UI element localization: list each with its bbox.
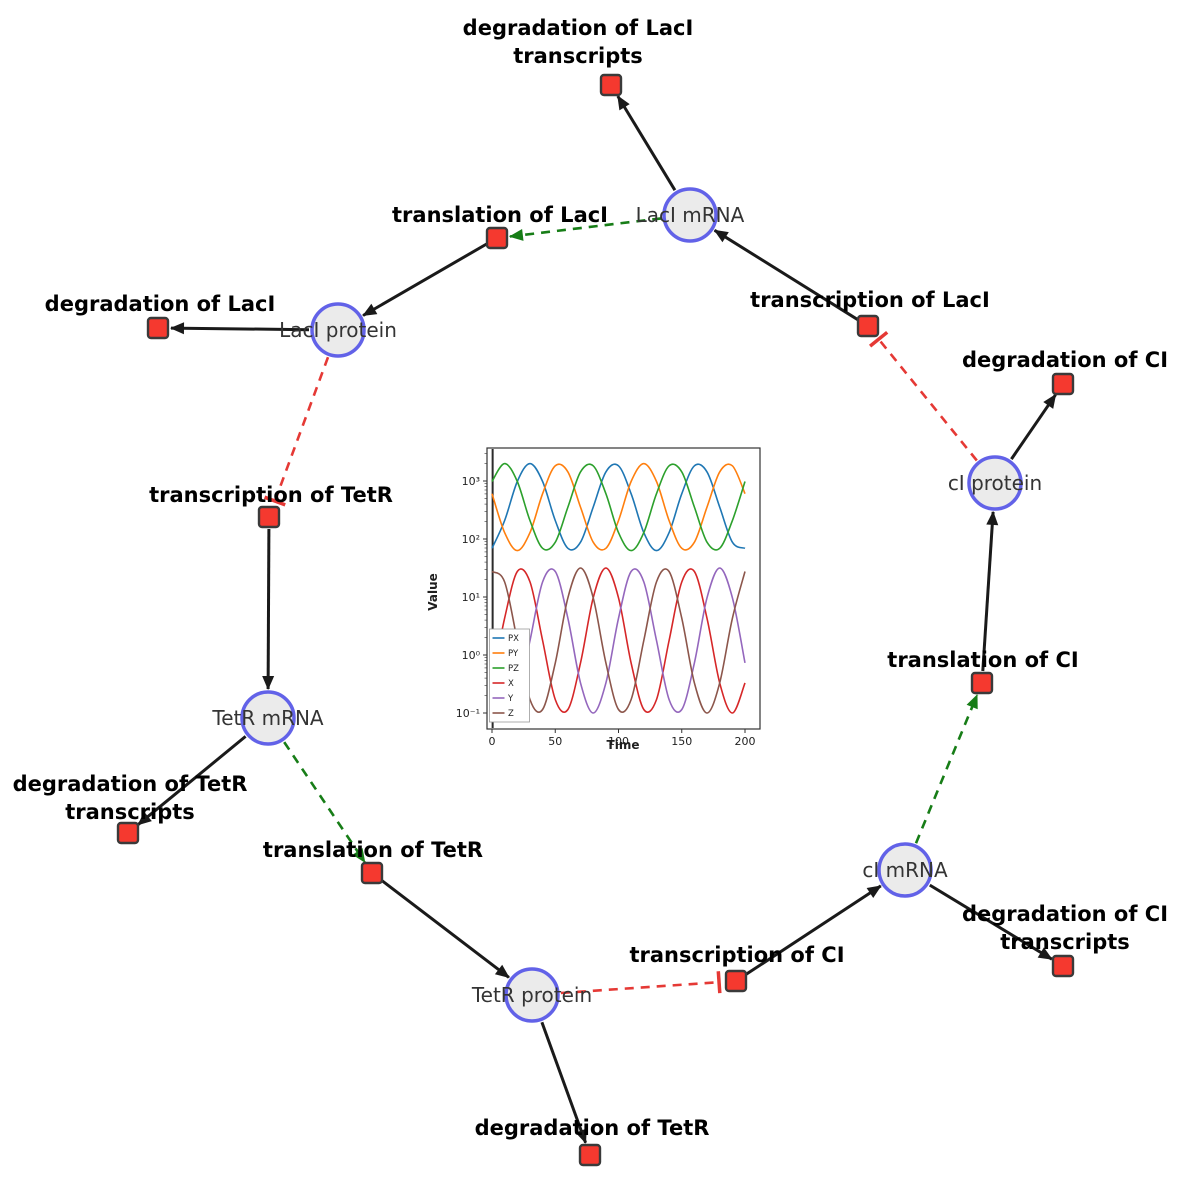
- y-tick-label: 10⁻¹: [456, 707, 480, 720]
- inhibition-bar-LacI_protein-transcription_of_TetR: [263, 495, 286, 507]
- species-label-LacI_protein: LacI protein: [279, 318, 397, 342]
- y-tick-label: 10¹: [462, 591, 480, 604]
- chart-legend: PX PY PZ XYZ: [489, 628, 530, 723]
- species-node-cI_protein[interactable]: cI protein: [948, 455, 1042, 511]
- reaction-label-degradation_of_CI: degradation of CI: [962, 348, 1168, 372]
- legend-entry-Y: Y: [507, 694, 514, 704]
- species-circle[interactable]: [310, 302, 366, 358]
- species-label-cI_protein: cI protein: [948, 471, 1042, 495]
- inhibition-bar-cI_protein-transcription_of_LacI: [869, 330, 889, 348]
- series-line-PY: [491, 462, 746, 552]
- species-node-TetR_mRNA[interactable]: TetR mRNA: [211, 690, 324, 746]
- reaction-label-transcription_of_TetR: transcription of TetR: [149, 483, 393, 507]
- inhibition-bar-TetR_protein-transcription_of_CI: [716, 971, 722, 994]
- reaction-label-transcription_of_LacI: transcription of LacI: [750, 288, 990, 312]
- reaction-label-transcription_of_CI: transcription of CI: [629, 943, 844, 967]
- legend-box: [489, 628, 530, 723]
- species-node-LacI_mRNA[interactable]: LacI mRNA: [636, 187, 745, 243]
- species-circle[interactable]: [967, 455, 1023, 511]
- edge-cI_mRNA-translation_of_CI-modifier: [914, 694, 979, 844]
- timeseries-plot: 10⁻¹ 10⁰ 10¹ 10² 10³ 0 50 100 150 200 PX PY PZ XYZ Va…: [426, 447, 761, 752]
- edge-LacI_protein-degradation_of_LacI-reactant: [170, 322, 310, 335]
- edge-TetR_mRNA-translation_of_TetR-modifier: [283, 741, 366, 864]
- reaction-node-transcription_of_CI[interactable]: [724, 969, 748, 993]
- x-tick-label: 150: [671, 735, 692, 748]
- species-label-cI_mRNA: cI mRNA: [862, 858, 948, 882]
- species-circle[interactable]: [877, 842, 933, 898]
- y-axis-label: Value: [426, 573, 440, 611]
- reaction-node-translation_of_LacI[interactable]: [485, 226, 509, 250]
- series-line-Y: [491, 567, 746, 714]
- edge-translation_of_CI-cI_protein-product: [981, 510, 999, 672]
- edge-TetR_mRNA-degradation_of_TetR_transcripts-reactant: [137, 735, 247, 826]
- reaction-label-translation_of_CI: translation of CI: [887, 648, 1078, 672]
- reaction-node-translation_of_TetR[interactable]: [360, 861, 384, 885]
- edges-layer: [137, 95, 1057, 1144]
- reaction-label-translation_of_LacI: translation of LacI: [392, 203, 608, 227]
- edge-cI_protein-transcription_of_LacI-inhibition: [877, 338, 978, 462]
- reaction-node-degradation_of_LacI[interactable]: [146, 316, 170, 340]
- edge-LacI_mRNA-degradation_of_LacI_transcripts-reactant: [616, 95, 677, 191]
- y-tick-label: 10⁰: [462, 649, 481, 662]
- reaction-node-transcription_of_LacI[interactable]: [856, 314, 880, 338]
- species-label-TetR_protein: TetR protein: [471, 983, 592, 1007]
- reaction-node-degradation_of_CI_transcripts[interactable]: [1051, 954, 1075, 978]
- legend-entry-PX: PX: [508, 634, 519, 644]
- x-tick-label: 200: [735, 735, 756, 748]
- edge-transcription_of_LacI-LacI_mRNA-product: [713, 229, 859, 321]
- species-label-LacI_mRNA: LacI mRNA: [636, 203, 745, 227]
- reaction-node-degradation_of_TetR_transcripts[interactable]: [116, 821, 140, 845]
- reaction-label-degradation_of_TetR: degradation of TetR: [475, 1116, 710, 1140]
- x-tick-label: 100: [608, 735, 629, 748]
- reaction-label-degradation_of_LacI: degradation of LacI: [45, 292, 276, 316]
- series-line-PZ: [491, 462, 746, 552]
- reaction-node-degradation_of_LacI_transcripts[interactable]: [599, 73, 623, 97]
- legend-entry-PY: PY: [508, 649, 519, 659]
- series-line-Z: [491, 567, 746, 714]
- edge-transcription_of_CI-cI_mRNA-product: [745, 884, 882, 976]
- reaction-node-translation_of_CI[interactable]: [970, 671, 994, 695]
- edge-TetR_protein-transcription_of_CI-inhibition: [560, 980, 720, 995]
- species-circle[interactable]: [240, 690, 296, 746]
- legend-entry-Z: Z: [508, 709, 514, 719]
- y-tick-label: 10³: [462, 475, 480, 488]
- edge-translation_of_LacI-LacI_protein-product: [362, 242, 488, 317]
- edge-cI_protein-degradation_of_CI-reactant: [1010, 393, 1057, 460]
- reaction-node-degradation_of_TetR[interactable]: [578, 1143, 602, 1167]
- x-axis-label: Time: [607, 738, 640, 752]
- edge-LacI_protein-transcription_of_TetR-inhibition: [273, 356, 330, 502]
- x-tick-label: 50: [548, 735, 562, 748]
- species-node-cI_mRNA[interactable]: cI mRNA: [862, 842, 948, 898]
- species-node-LacI_protein[interactable]: LacI protein: [279, 302, 397, 358]
- species-node-TetR_protein[interactable]: TetR protein: [471, 967, 592, 1023]
- series-line-X: [491, 567, 746, 714]
- edge-TetR_protein-degradation_of_TetR-reactant: [540, 1021, 588, 1144]
- edge-translation_of_TetR-TetR_protein-product: [380, 879, 510, 979]
- species-circle[interactable]: [662, 187, 718, 243]
- y-tick-label: 10²: [462, 533, 480, 546]
- x-tick-label: 0: [489, 735, 496, 748]
- species-label-TetR_mRNA: TetR mRNA: [211, 706, 324, 730]
- series-line-PX: [491, 462, 746, 552]
- reaction-label-translation_of_TetR: translation of TetR: [263, 838, 483, 862]
- edge-transcription_of_TetR-TetR_mRNA-product: [262, 528, 275, 690]
- legend-entry-PZ: PZ: [508, 664, 519, 674]
- reaction-node-transcription_of_TetR[interactable]: [257, 505, 281, 529]
- reaction-node-degradation_of_CI[interactable]: [1051, 372, 1075, 396]
- species-circle[interactable]: [504, 967, 560, 1023]
- edge-cI_mRNA-degradation_of_CI_transcripts-reactant: [929, 883, 1053, 961]
- legend-entry-X: X: [508, 679, 514, 689]
